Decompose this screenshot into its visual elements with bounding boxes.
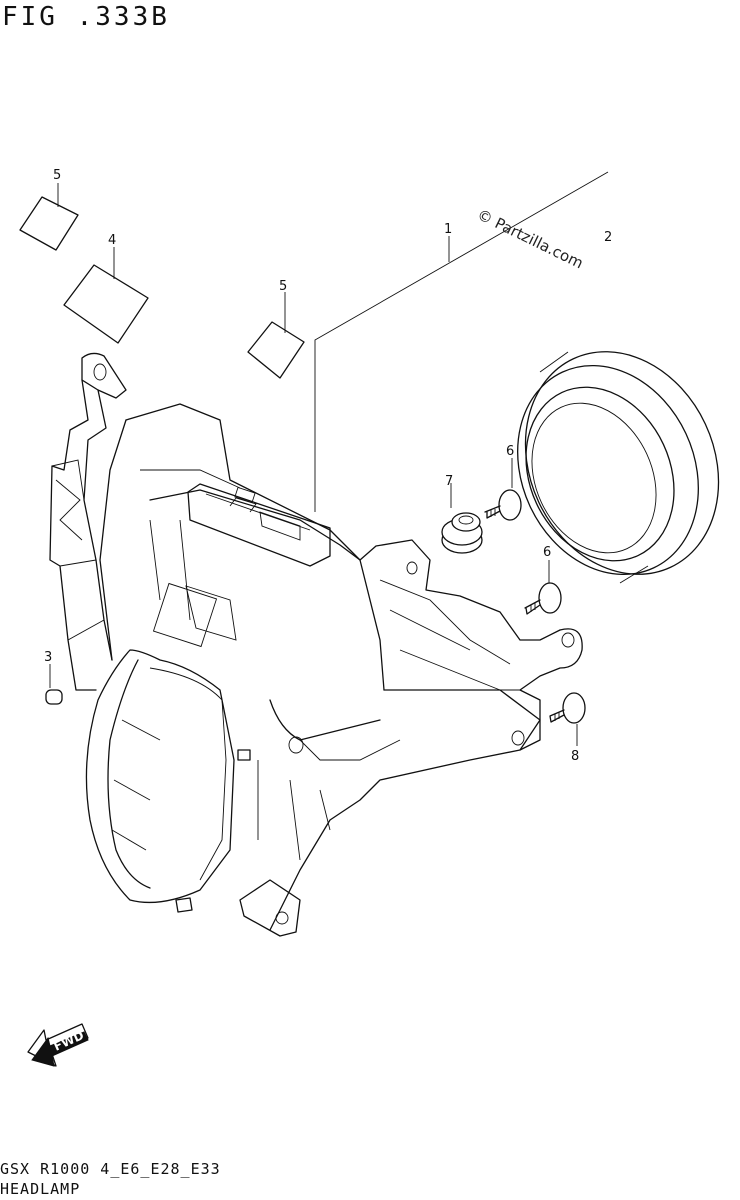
part-2-rubber-cover[interactable] bbox=[484, 320, 740, 606]
part-4-caution-label[interactable] bbox=[63, 247, 149, 344]
callout-1: 1 bbox=[444, 222, 452, 237]
part-5-label-sticker-2[interactable] bbox=[247, 292, 305, 379]
callout-8: 8 bbox=[571, 749, 579, 764]
fwd-direction-arrow: FWD bbox=[27, 1023, 89, 1067]
callout-5-mid: 5 bbox=[279, 279, 287, 294]
part-6-screw-upper[interactable] bbox=[484, 458, 522, 521]
part-7-grommet[interactable] bbox=[441, 483, 483, 554]
section-name: HEADLAMP bbox=[0, 1180, 81, 1198]
callout-4: 4 bbox=[108, 233, 116, 248]
leader-lines-1-2 bbox=[314, 171, 609, 512]
callout-7: 7 bbox=[445, 474, 453, 489]
part-5-label-sticker[interactable] bbox=[19, 183, 79, 251]
callout-3: 3 bbox=[44, 650, 52, 665]
callout-6-upper: 6 bbox=[506, 444, 514, 459]
callout-5-top: 5 bbox=[53, 168, 61, 183]
callout-2: 2 bbox=[604, 230, 612, 245]
callout-6-middle: 6 bbox=[543, 545, 551, 560]
part-3-plug[interactable] bbox=[45, 664, 63, 705]
model-code: GSX R1000 4_E6_E28_E33 bbox=[0, 1160, 221, 1178]
part-8-screw-lower[interactable] bbox=[549, 692, 586, 746]
exploded-view-diagram: 5 4 5 1 2 © Partzilla.com bbox=[19, 168, 740, 1067]
part-6-screw-middle[interactable] bbox=[524, 560, 562, 615]
figure-title: FIG .333B bbox=[2, 2, 170, 32]
part-1-headlamp-assembly[interactable] bbox=[49, 352, 583, 937]
